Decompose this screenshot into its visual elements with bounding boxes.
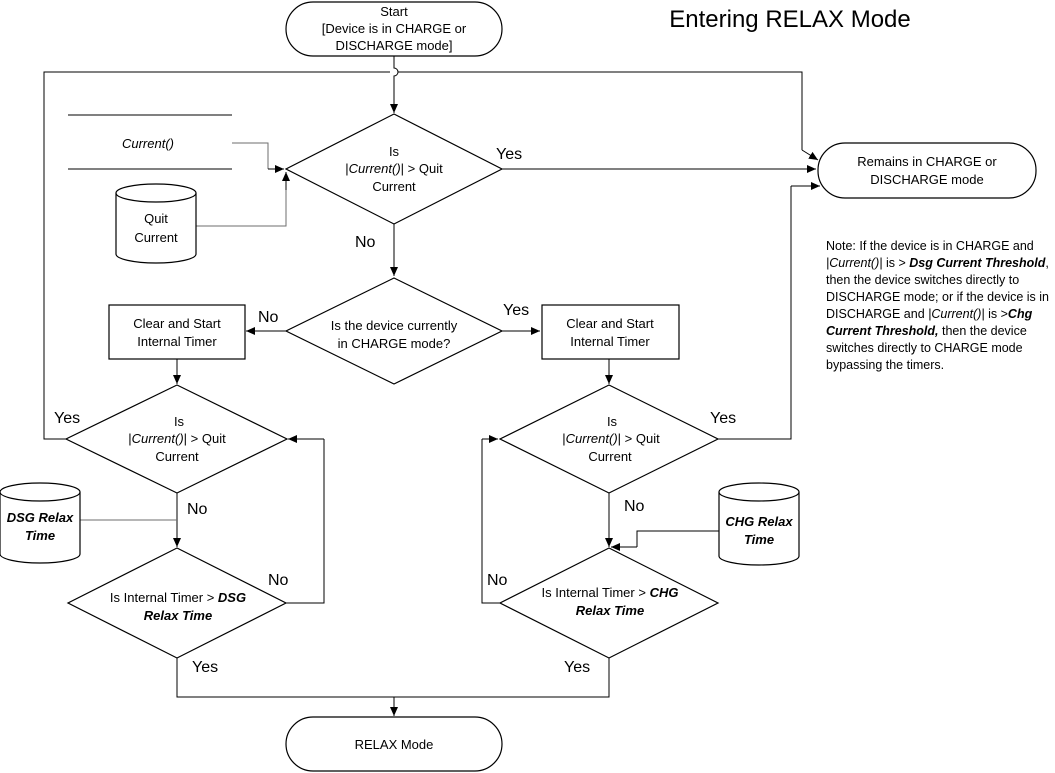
left-timer-decision-line1: Is Internal Timer > DSG xyxy=(110,590,246,605)
label-top-yes: Yes xyxy=(496,146,522,163)
remains-terminator xyxy=(817,142,1037,199)
quit-db-line2: Current xyxy=(134,230,178,245)
current-input-label: Current() xyxy=(122,136,174,151)
left-decision-line3: Current xyxy=(155,449,199,464)
right-timer-box xyxy=(541,304,680,360)
dsg-relax-time-database xyxy=(0,482,81,564)
right-decision-line1: Is xyxy=(607,414,618,429)
start-terminator xyxy=(285,1,503,57)
right-timer-decision-line2: Relax Time xyxy=(576,603,644,618)
label-right-timer-no: No xyxy=(487,572,508,589)
decision-top-line1: Is xyxy=(389,144,400,159)
label-mode-yes: Yes xyxy=(503,302,529,319)
decision-top-line3: Current xyxy=(372,179,416,194)
dsg-db-line2: Time xyxy=(25,528,55,543)
page-title: Entering RELAX Mode xyxy=(669,6,910,33)
start-line3: DISCHARGE mode] xyxy=(335,38,452,53)
chg-relax-time-database xyxy=(718,482,800,566)
connector-start-to-decision xyxy=(390,56,399,113)
right-timer-decision-line1: Is Internal Timer > CHG xyxy=(542,585,679,600)
label-left-yes: Yes xyxy=(54,410,80,427)
label-right-no: No xyxy=(624,498,645,515)
connector-right-yes xyxy=(718,186,792,440)
connector-to-remains-top xyxy=(801,149,819,161)
connector-left-timer-no xyxy=(286,439,325,604)
connector-bottom-merge xyxy=(176,658,610,698)
decision-charge-mode xyxy=(284,277,504,385)
decision-quit-current-right xyxy=(498,384,720,494)
decision-quit-current-left xyxy=(64,384,289,494)
label-right-timer-yes: Yes xyxy=(564,659,590,676)
left-timer-line2: Internal Timer xyxy=(137,334,217,349)
right-decision-line2: |Current()| > Quit xyxy=(562,431,660,446)
start-line1: Start xyxy=(380,4,408,19)
label-left-timer-no: No xyxy=(268,572,289,589)
left-decision-line2: |Current()| > Quit xyxy=(128,431,226,446)
chg-db-line1: CHG Relax xyxy=(725,514,793,529)
connector-quit-db xyxy=(196,184,287,227)
label-left-no: No xyxy=(187,501,208,518)
left-timer-line1: Clear and Start xyxy=(133,316,221,331)
remains-line1: Remains in CHARGE or xyxy=(857,154,997,169)
note-text: Note: If the device is in CHARGE and |Cu… xyxy=(826,239,1049,372)
connector-right-timer-no xyxy=(481,439,500,604)
left-timer-decision-line2: Relax Time xyxy=(144,608,212,623)
decision-top-line2: |Current()| > Quit xyxy=(345,161,443,176)
relax-mode-terminator xyxy=(285,716,503,772)
label-top-no: No xyxy=(355,234,376,251)
decision-dsg-relax-time xyxy=(66,547,288,659)
decision-chg-relax-time xyxy=(498,547,720,659)
label-mode-no: No xyxy=(258,309,279,326)
dsg-db-line1: DSG Relax xyxy=(7,510,74,525)
label-right-yes: Yes xyxy=(710,410,736,427)
right-timer-line1: Clear and Start xyxy=(566,316,654,331)
chg-db-line2: Time xyxy=(744,532,774,547)
decision-quit-current-top xyxy=(284,113,504,225)
left-decision-line1: Is xyxy=(174,414,185,429)
quit-db-line1: Quit xyxy=(144,211,168,226)
quit-current-database xyxy=(115,183,197,264)
right-timer-line2: Internal Timer xyxy=(570,334,650,349)
connector-chg-db xyxy=(636,530,719,547)
right-decision-line3: Current xyxy=(588,449,632,464)
connector-current-input xyxy=(232,142,269,169)
label-left-timer-yes: Yes xyxy=(192,659,218,676)
remains-line2: DISCHARGE mode xyxy=(870,172,983,187)
connector-left-yes-loop xyxy=(43,71,803,440)
decision-mode-line2: in CHARGE mode? xyxy=(338,336,451,351)
relax-mode-label: RELAX Mode xyxy=(355,737,434,752)
start-line2: [Device is in CHARGE or xyxy=(322,21,467,36)
left-timer-box xyxy=(108,304,246,360)
decision-mode-line1: Is the device currently xyxy=(331,318,458,333)
